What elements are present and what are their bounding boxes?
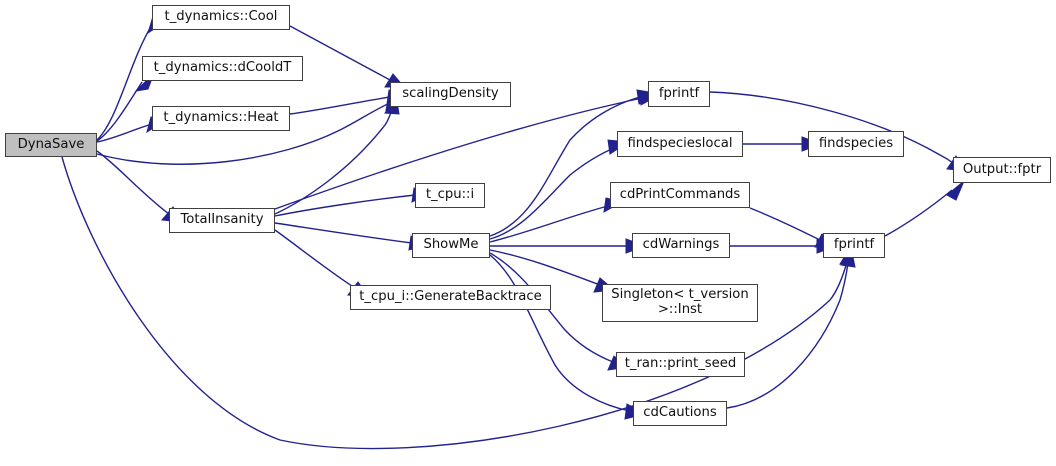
node-findlocal[interactable]: findspecieslocal: [617, 131, 743, 157]
edge-fprintf2-to-fptr: [884, 189, 953, 237]
node-label-singleton: Singleton< t_version >::Inst: [611, 287, 749, 317]
node-printseed[interactable]: t_ran::print_seed: [616, 352, 745, 377]
node-label-heat: t_dynamics::Heat: [163, 110, 279, 126]
node-label-scaling: scalingDensity: [402, 86, 499, 102]
edge-showme-to-findlocal: [489, 147, 615, 240]
edge-dynasave-to-fprintf2: [61, 156, 848, 450]
node-label-printseed: t_ran::print_seed: [624, 356, 737, 372]
node-label-fprintf1: fprintf: [658, 85, 700, 101]
node-label-fprintf2: fprintf: [833, 237, 875, 253]
node-label-showme: ShowMe: [423, 237, 479, 253]
edge-totalins-to-showme: [274, 222, 413, 244]
node-label-cool: t_dynamics::Cool: [164, 9, 278, 25]
node-backtrace[interactable]: t_cpu_i::GenerateBacktrace: [350, 285, 551, 310]
node-fprintf1[interactable]: fprintf: [648, 81, 710, 107]
node-singleton[interactable]: Singleton< t_version >::Inst: [602, 284, 758, 322]
edge-cdprint-to-fprintf2: [749, 207, 821, 241]
node-dcooldt[interactable]: t_dynamics::dCooldT: [142, 56, 303, 81]
node-label-dynasave: DynaSave: [17, 136, 85, 152]
edge-showme-to-singleton: [489, 249, 601, 286]
node-scaling[interactable]: scalingDensity: [390, 82, 511, 107]
edge-dynasave-to-heat: [96, 123, 153, 143]
edge-totalins-to-tcpui: [274, 194, 416, 217]
node-label-totalins: TotalInsanity: [180, 212, 264, 228]
node-dynasave[interactable]: DynaSave: [5, 133, 97, 157]
node-totalins[interactable]: TotalInsanity: [169, 208, 275, 233]
node-cdprint[interactable]: cdPrintCommands: [610, 182, 750, 208]
node-label-cdprint: cdPrintCommands: [619, 186, 741, 202]
edge-showme-to-cdcaut: [489, 254, 631, 412]
edge-dynasave-to-totalins: [96, 150, 170, 215]
edge-cool-to-scaling: [289, 25, 391, 81]
node-label-findlocal: findspecieslocal: [627, 135, 733, 151]
node-label-findsp: findspecies: [818, 135, 894, 151]
node-showme[interactable]: ShowMe: [412, 233, 490, 258]
node-fptr[interactable]: Output::fptr: [953, 157, 1051, 183]
arrowhead-fprintf2-to-fptr: [946, 180, 965, 201]
edge-showme-to-fprintf1: [489, 96, 641, 237]
edge-totalins-to-scaling: [274, 109, 393, 215]
node-cdcaut[interactable]: cdCautions: [633, 401, 727, 426]
edge-dynasave-to-scaling: [96, 102, 391, 165]
edge-showme-to-printseed: [489, 252, 614, 363]
node-tcpui[interactable]: t_cpu::i: [415, 183, 485, 208]
node-label-backtrace: t_cpu_i::GenerateBacktrace: [359, 289, 542, 305]
edge-dynasave-to-cool: [96, 24, 153, 141]
node-cool[interactable]: t_dynamics::Cool: [152, 5, 290, 30]
edge-cdcaut-to-fprintf2: [726, 262, 849, 409]
node-label-dcooldt: t_dynamics::dCooldT: [153, 60, 292, 76]
node-label-cdwarn: cdWarnings: [642, 237, 720, 253]
edge-showme-to-cdprint: [489, 205, 609, 243]
edge-totalins-to-backtrace: [274, 229, 356, 289]
node-fprintf2[interactable]: fprintf: [823, 233, 885, 258]
node-cdwarn[interactable]: cdWarnings: [632, 233, 730, 258]
node-label-cdcaut: cdCautions: [643, 405, 717, 421]
edge-heat-to-scaling: [289, 96, 391, 115]
node-heat[interactable]: t_dynamics::Heat: [152, 106, 290, 131]
node-label-fptr: Output::fptr: [962, 161, 1042, 177]
node-label-tcpui: t_cpu::i: [425, 187, 475, 203]
node-findsp[interactable]: findspecies: [808, 131, 904, 157]
